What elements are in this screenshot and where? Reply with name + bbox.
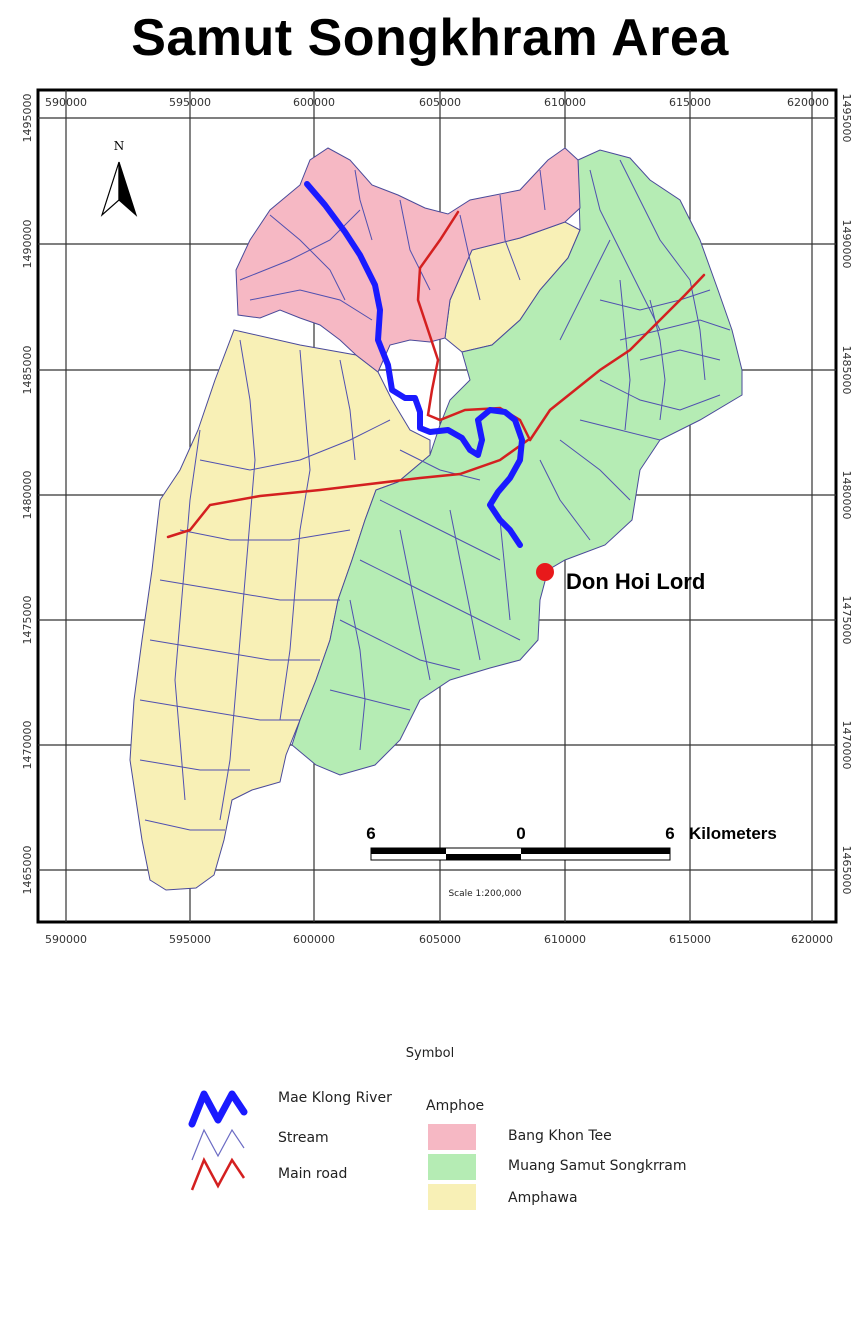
amphoe-heading: Amphoe (426, 1098, 485, 1114)
x-tick-top: 605000 (419, 96, 461, 109)
y-tick-right: 1470000 (840, 721, 853, 770)
y-tick-left: 1495000 (21, 94, 34, 143)
amphawa-district (129, 329, 431, 891)
amphawa-swatch (428, 1184, 476, 1210)
y-tick-left: 1465000 (21, 846, 34, 895)
stream-legend-icon (191, 1128, 245, 1161)
main-road-west (166, 438, 530, 539)
legend-label-road: Main road (278, 1166, 348, 1182)
x-tick-bottom: 600000 (293, 933, 335, 946)
legend-label-stream: Stream (278, 1130, 329, 1146)
y-tick-right: 1475000 (840, 596, 853, 645)
y-ticks-right: 1495000 1490000 1485000 1480000 1475000 … (840, 94, 853, 895)
scale-bar: 6 0 6 Kilometers Scale 1:200,000 (366, 824, 777, 899)
scale-middle-label: 0 (516, 824, 525, 843)
scale-left-label: 6 (366, 824, 375, 843)
y-tick-left: 1485000 (21, 346, 34, 395)
map-title: Samut Songkhram Area (131, 9, 729, 67)
y-tick-left: 1480000 (21, 471, 34, 520)
x-tick-bottom: 590000 (45, 933, 87, 946)
y-tick-right: 1490000 (840, 220, 853, 269)
y-ticks-left: 1495000 1490000 1485000 1480000 1475000 … (21, 94, 34, 895)
legend-label-muang: Muang Samut Songkrram (508, 1158, 687, 1174)
y-tick-right: 1480000 (840, 471, 853, 520)
legend-label-amphawa: Amphawa (508, 1190, 578, 1206)
legend-label-river: Mae Klong River (278, 1090, 392, 1106)
x-tick-bottom: 615000 (669, 933, 711, 946)
mae-klong-river (304, 181, 525, 548)
x-ticks-bottom: 590000 595000 600000 605000 610000 61500… (45, 933, 833, 946)
y-tick-left: 1475000 (21, 596, 34, 645)
y-tick-left: 1490000 (21, 220, 34, 269)
y-tick-left: 1470000 (21, 721, 34, 770)
river-legend-icon (188, 1090, 248, 1128)
scale-unit-label: Kilometers (689, 824, 777, 843)
road-legend-icon (190, 1157, 246, 1191)
x-tick-top: 610000 (544, 96, 586, 109)
x-tick-top: 600000 (293, 96, 335, 109)
x-tick-bottom: 605000 (419, 933, 461, 946)
don-hoi-lord-point[interactable] (536, 563, 554, 581)
x-tick-bottom: 620000 (791, 933, 833, 946)
y-tick-right: 1465000 (840, 846, 853, 895)
y-tick-right: 1485000 (840, 346, 853, 395)
legend-label-bang-khon-tee: Bang Khon Tee (508, 1128, 612, 1144)
main-roads (166, 210, 706, 539)
muang-swatch (428, 1154, 476, 1180)
legend-heading: Symbol (405, 1046, 455, 1061)
x-tick-bottom: 610000 (544, 933, 586, 946)
scale-text: Scale 1:200,000 (448, 889, 521, 899)
north-label: N (114, 139, 125, 153)
x-tick-top: 615000 (669, 96, 711, 109)
north-arrow-icon: N (100, 139, 138, 217)
streams (139, 159, 731, 831)
x-tick-bottom: 595000 (169, 933, 211, 946)
y-tick-right: 1495000 (840, 94, 853, 143)
main-road-north (416, 210, 532, 442)
don-hoi-lord-label: Don Hoi Lord (566, 569, 705, 594)
bang-khon-tee-swatch (428, 1124, 476, 1150)
x-tick-top: 595000 (169, 96, 211, 109)
x-tick-top: 620000 (787, 96, 829, 109)
main-road-east (528, 273, 706, 442)
scale-right-label: 6 (665, 824, 674, 843)
x-ticks-top: 590000 595000 600000 605000 610000 61500… (45, 96, 829, 109)
x-tick-top: 590000 (45, 96, 87, 109)
